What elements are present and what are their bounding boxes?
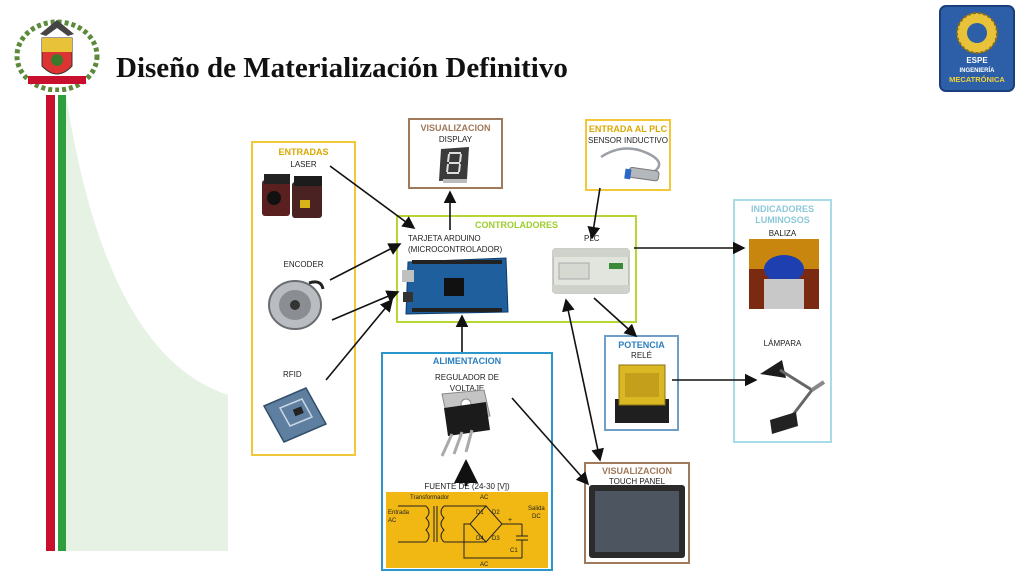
arduino-label-line1: TARJETA ARDUINO bbox=[408, 234, 481, 243]
arrow-regulador-to-touch bbox=[511, 397, 590, 486]
entradas-title: ENTRADAS bbox=[278, 147, 329, 157]
arrow-encoder-to-arduino-2 bbox=[331, 290, 400, 321]
entrada-ac-text: AC bbox=[388, 518, 397, 524]
arrow-sensor-to-plc bbox=[587, 187, 601, 240]
laser-sensor-image bbox=[262, 174, 322, 218]
ac-top-text: AC bbox=[480, 495, 489, 501]
espe-mecatronica-logo: ESPE INGENIERÍA MECATRÓNICA bbox=[939, 5, 1015, 92]
mecatronica-text: MECATRÓNICA bbox=[949, 75, 1005, 84]
white-stripe bbox=[55, 95, 58, 551]
arrow-plc-to-rele bbox=[593, 297, 638, 338]
touch-panel-image bbox=[589, 485, 685, 558]
voltage-regulator-image bbox=[440, 389, 491, 457]
plc-image bbox=[552, 248, 630, 294]
display-label: DISPLAY bbox=[438, 135, 473, 144]
alimentacion-box: ALIMENTACION REGULADOR DE VOLTAJE FUENTE… bbox=[381, 352, 553, 571]
decorative-curve bbox=[66, 95, 228, 551]
arduino-board-image bbox=[402, 257, 509, 315]
arrow-laser-to-arduino bbox=[329, 165, 416, 229]
entrada-plc-box: ENTRADA AL PLC SENSOR INDUCTIVO bbox=[585, 119, 671, 191]
arrow-plc-touch-bidirectional bbox=[562, 298, 604, 462]
university-crest-logo bbox=[14, 19, 100, 92]
indicadores-title-line2: LUMINOSOS bbox=[755, 215, 810, 225]
page-title: Diseño de Materialización Definitivo bbox=[116, 52, 568, 84]
entrada-plc-title: ENTRADA AL PLC bbox=[588, 124, 668, 134]
baliza-label: BALIZA bbox=[768, 229, 797, 238]
visualizacion-display-box: VISUALIZACION DISPLAY bbox=[408, 118, 503, 189]
rfid-label: RFID bbox=[283, 370, 302, 379]
sensor-inductivo-label: SENSOR INDUCTIVO bbox=[587, 136, 668, 145]
potencia-box: POTENCIA RELÉ bbox=[604, 335, 679, 431]
transformador-text: Transformador bbox=[410, 495, 449, 501]
rele-label: RELÉ bbox=[631, 351, 652, 360]
visualizacion-touch-box: VISUALIZACION TOUCH PANEL bbox=[584, 462, 690, 564]
indicadores-title-line1: INDICADORES bbox=[750, 204, 814, 214]
potencia-title: POTENCIA bbox=[618, 340, 665, 350]
salida-dc-text: DC bbox=[532, 514, 541, 520]
indicadores-box: INDICADORES LUMINOSOS BALIZA LÁMPARA bbox=[733, 199, 832, 443]
salida-text: Salida bbox=[528, 506, 545, 512]
power-supply-schematic: Transformador AC Entrada AC D1 D2 D3 D4 … bbox=[386, 492, 548, 568]
relay-image bbox=[615, 364, 669, 423]
laser-label: LASER bbox=[290, 160, 317, 169]
baliza-image bbox=[749, 239, 819, 309]
c1-text: C1 bbox=[510, 548, 518, 554]
inductive-sensor-image bbox=[600, 147, 661, 182]
d3-text: D3 bbox=[492, 536, 500, 542]
red-stripe bbox=[46, 95, 55, 551]
controladores-title: CONTROLADORES bbox=[475, 220, 558, 230]
rfid-module-image bbox=[262, 387, 328, 443]
lampara-image bbox=[760, 360, 826, 434]
d1-text: D1 bbox=[476, 510, 484, 516]
espe-text: ESPE bbox=[966, 56, 988, 65]
fuente-label: FUENTE DE (24-30 [V]) bbox=[424, 482, 510, 491]
ac-bottom-text: AC bbox=[480, 562, 489, 568]
visualizacion-touch-title: VISUALIZACION bbox=[601, 466, 672, 476]
alimentacion-title: ALIMENTACION bbox=[432, 356, 502, 366]
seven-segment-display-image bbox=[439, 147, 469, 183]
regulador-label-line1: REGULADOR DE bbox=[434, 373, 499, 382]
d4-text: D4 bbox=[476, 536, 484, 542]
regulador-label-line2: VOLTAJE bbox=[449, 384, 485, 393]
entrada-text: Entrada bbox=[388, 510, 410, 516]
visualizacion-display-title: VISUALIZACION bbox=[420, 123, 491, 133]
arrow-rfid-to-arduino bbox=[325, 298, 394, 381]
green-stripe bbox=[58, 95, 66, 551]
encoder-label: ENCODER bbox=[283, 260, 324, 269]
ingenieria-text: INGENIERÍA bbox=[959, 66, 995, 74]
entradas-box: ENTRADAS LASER ENCODER RFID bbox=[251, 141, 356, 456]
arduino-label-line2: (MICROCONTROLADOR) bbox=[408, 245, 503, 254]
arrow-encoder-to-arduino bbox=[329, 243, 402, 281]
plus-text: + bbox=[508, 517, 512, 524]
touch-panel-label: TOUCH PANEL bbox=[608, 477, 666, 486]
d2-text: D2 bbox=[492, 510, 500, 516]
encoder-image bbox=[268, 280, 325, 330]
lampara-label: LÁMPARA bbox=[763, 339, 802, 348]
